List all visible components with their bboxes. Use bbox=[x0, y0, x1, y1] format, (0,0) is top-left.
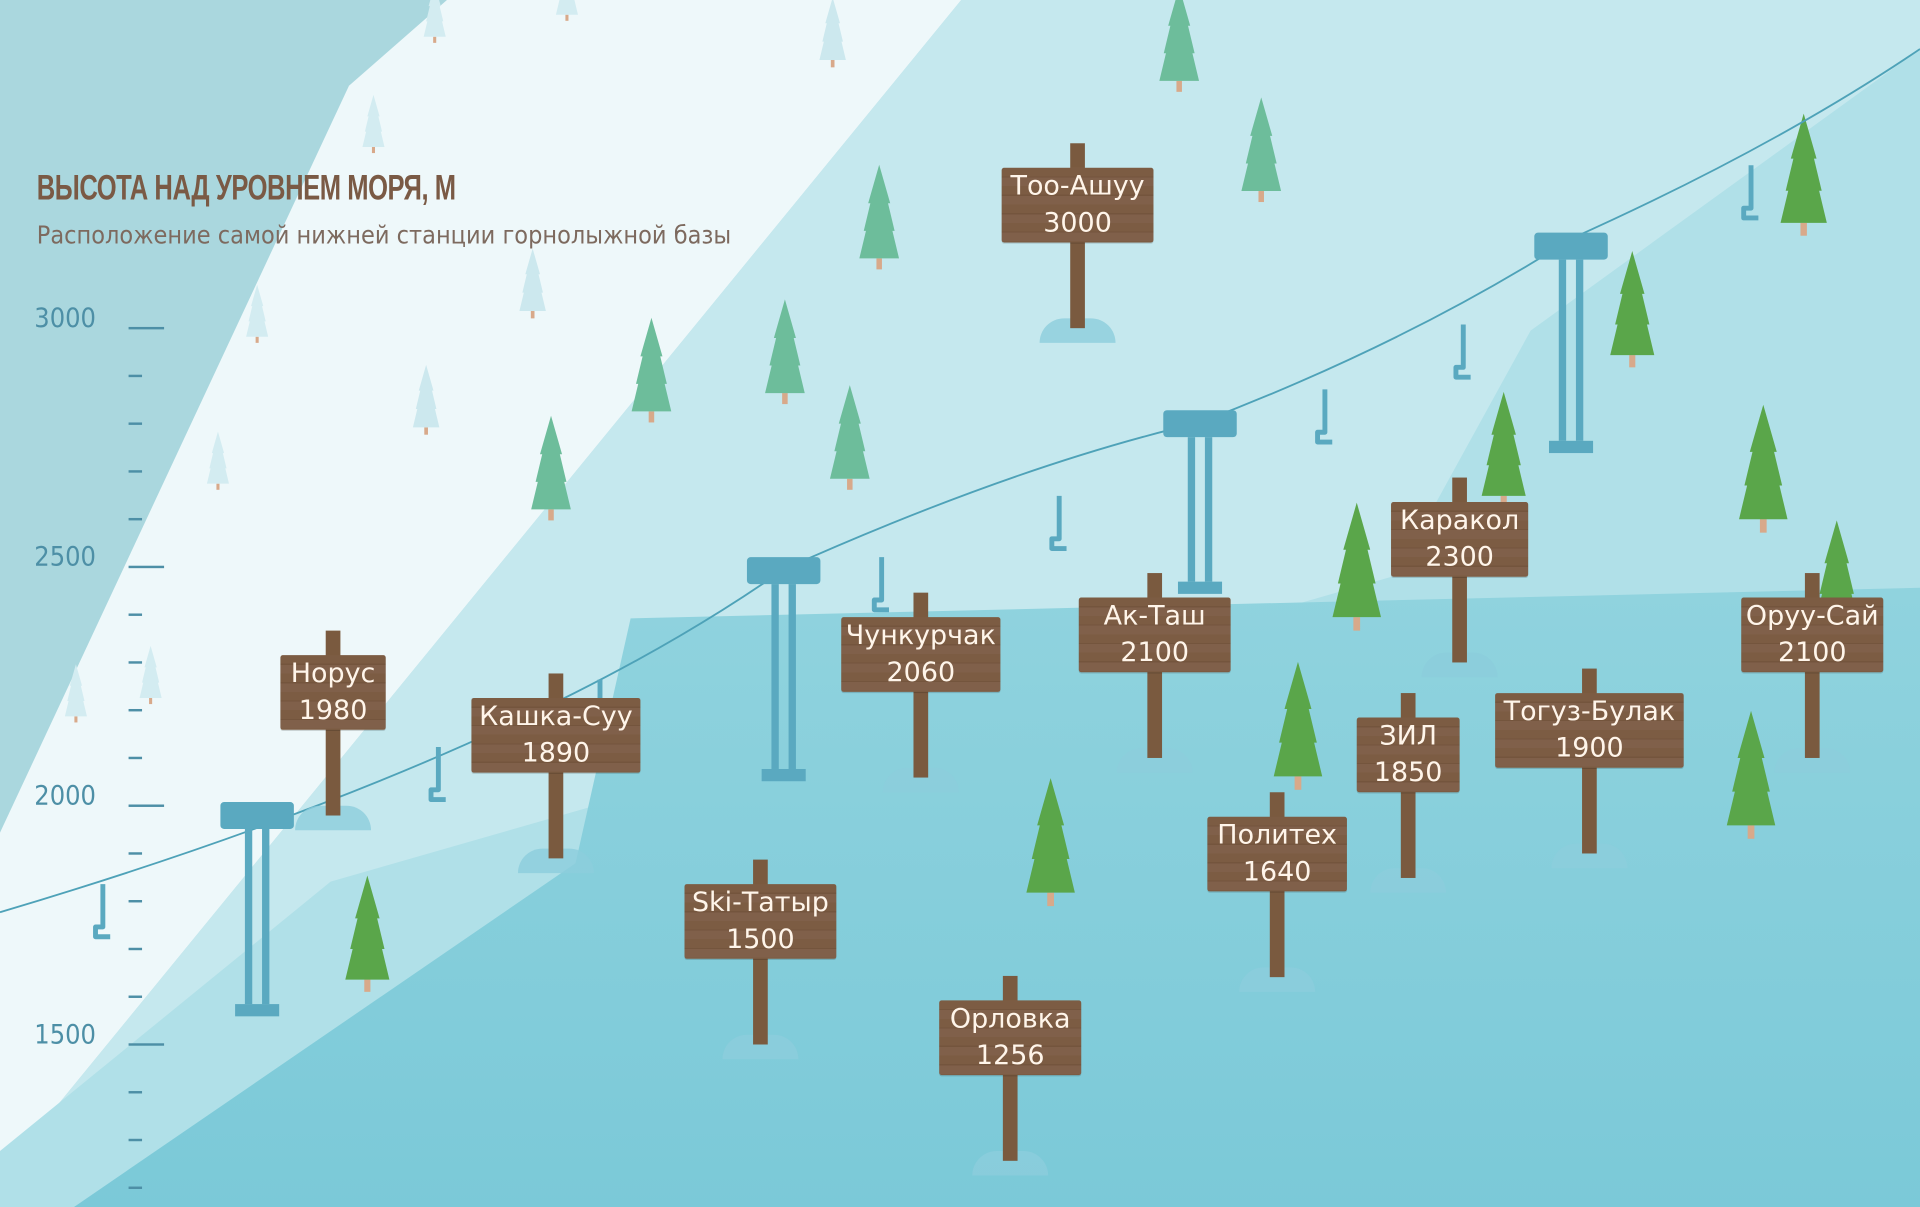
resort-altitude: 2060 bbox=[886, 657, 956, 688]
y-minor-tick bbox=[128, 661, 143, 664]
resort-altitude: 1500 bbox=[726, 924, 795, 956]
chart-subtitle: Расположение самой нижней станции горнол… bbox=[36, 220, 732, 250]
tree-icon bbox=[531, 415, 571, 521]
lift-tower bbox=[1163, 410, 1237, 594]
chairlift-seat-icon bbox=[871, 557, 889, 613]
sign-board: Тоо-Ашуу 3000 bbox=[1001, 167, 1154, 243]
chairlift-seat-icon bbox=[1453, 324, 1471, 380]
sign-board: Кашка-Суу 1890 bbox=[471, 697, 641, 773]
tree-icon bbox=[765, 299, 805, 405]
tree-icon bbox=[519, 248, 546, 319]
sign-board: Норус 1980 bbox=[280, 654, 386, 730]
y-tick-label: 1500 bbox=[34, 1020, 97, 1051]
resort-altitude: 2100 bbox=[1120, 637, 1189, 669]
tree-icon bbox=[412, 364, 440, 435]
y-minor-tick bbox=[128, 470, 143, 473]
resort-altitude: 3000 bbox=[1043, 208, 1112, 239]
tree-icon bbox=[1726, 710, 1776, 839]
tree-icon bbox=[64, 664, 87, 723]
resort-altitude: 2100 bbox=[1777, 637, 1847, 669]
y-major-tick bbox=[128, 804, 165, 807]
y-major-tick bbox=[128, 326, 165, 330]
resort-name: Ski-Татыр bbox=[691, 887, 829, 919]
resort-name: Чункурчак bbox=[845, 620, 996, 651]
tree-icon bbox=[1026, 778, 1075, 907]
sign-board: ЗИЛ 1850 bbox=[1356, 716, 1460, 792]
resort-name: Орловка bbox=[949, 1004, 1071, 1035]
lift-tower bbox=[220, 802, 294, 1017]
resort-name: Норус bbox=[290, 658, 376, 690]
chart-title: ВЫСОТА НАД УРОВНЕМ МОРЯ, М bbox=[36, 168, 456, 209]
tree-icon bbox=[631, 317, 672, 423]
sign-board: Ski-Татыр 1500 bbox=[684, 884, 837, 959]
resort-name: Тогуз-Булак bbox=[1503, 696, 1676, 728]
resort-altitude: 2300 bbox=[1425, 542, 1494, 574]
y-minor-tick bbox=[128, 1091, 143, 1094]
tree-icon bbox=[859, 164, 900, 270]
chairlift-seat-icon bbox=[1315, 389, 1333, 445]
tree-icon bbox=[1159, 0, 1200, 92]
tree-icon bbox=[555, 0, 578, 21]
resort-name: Оруу-Сай bbox=[1745, 601, 1879, 632]
y-major-tick bbox=[128, 1043, 165, 1046]
lift-tower bbox=[746, 557, 821, 782]
y-minor-tick bbox=[128, 517, 143, 521]
sign-board: Оруу-Сай 2100 bbox=[1741, 597, 1884, 673]
sign-board: Ак-Таш 2100 bbox=[1078, 597, 1231, 673]
tree-icon bbox=[423, 0, 446, 43]
resort-altitude: 1890 bbox=[521, 738, 591, 769]
tree-icon bbox=[246, 284, 269, 343]
y-minor-tick bbox=[128, 756, 143, 760]
y-minor-tick bbox=[128, 374, 143, 378]
y-major-tick bbox=[128, 565, 165, 569]
lift-tower bbox=[1534, 232, 1608, 454]
resort-altitude: 1980 bbox=[298, 695, 368, 726]
tree-icon bbox=[1273, 661, 1323, 790]
resort-name: Каракол bbox=[1399, 505, 1520, 537]
sign-board: Тогуз-Булак 1900 bbox=[1495, 693, 1684, 768]
resort-name: Ак-Таш bbox=[1103, 601, 1206, 632]
tree-icon bbox=[1610, 251, 1655, 368]
sign-board: Чункурчак 2060 bbox=[841, 616, 1001, 692]
ski-lift bbox=[93, 165, 1759, 1017]
resort-name: ЗИЛ bbox=[1379, 720, 1438, 752]
y-minor-tick bbox=[128, 900, 143, 903]
tree-icon bbox=[362, 94, 385, 154]
y-minor-tick bbox=[128, 422, 143, 425]
tree-icon bbox=[1780, 113, 1827, 236]
y-tick-label: 3000 bbox=[34, 303, 97, 335]
y-minor-tick bbox=[128, 613, 143, 616]
chairlift-seat-icon bbox=[1741, 165, 1759, 221]
tree-icon bbox=[819, 0, 846, 68]
resort-altitude: 1900 bbox=[1555, 733, 1624, 765]
tree-icon bbox=[139, 645, 162, 705]
sign-board: Орловка 1256 bbox=[939, 1000, 1082, 1076]
sign-board: Политех 1640 bbox=[1207, 817, 1347, 892]
tree-icon bbox=[1241, 97, 1282, 203]
y-minor-tick bbox=[128, 708, 143, 712]
chairlift-seat-icon bbox=[1049, 495, 1067, 552]
y-minor-tick bbox=[128, 947, 143, 951]
resort-altitude: 1256 bbox=[975, 1041, 1045, 1072]
tree-icon bbox=[1739, 404, 1788, 533]
tree-icon bbox=[1332, 502, 1381, 631]
y-minor-tick bbox=[128, 852, 143, 855]
tree-icon bbox=[345, 875, 390, 992]
y-minor-tick bbox=[128, 1138, 143, 1142]
resort-name: Кашка-Суу bbox=[479, 701, 633, 733]
y-tick-label: 2000 bbox=[34, 781, 97, 812]
y-minor-tick bbox=[128, 1186, 143, 1189]
y-tick-label: 2500 bbox=[34, 542, 97, 574]
y-minor-tick bbox=[128, 995, 143, 998]
tree-icon bbox=[829, 385, 870, 490]
chairlift-seat-icon bbox=[428, 746, 446, 803]
tree-icon bbox=[206, 431, 229, 490]
resort-name: Политех bbox=[1217, 820, 1337, 852]
resort-altitude: 1850 bbox=[1373, 757, 1443, 788]
resort-altitude: 1640 bbox=[1242, 857, 1312, 889]
chairlift-seat-icon bbox=[93, 884, 111, 940]
sign-board: Каракол 2300 bbox=[1391, 502, 1529, 577]
resort-name: Тоо-Ашуу bbox=[1010, 171, 1145, 203]
